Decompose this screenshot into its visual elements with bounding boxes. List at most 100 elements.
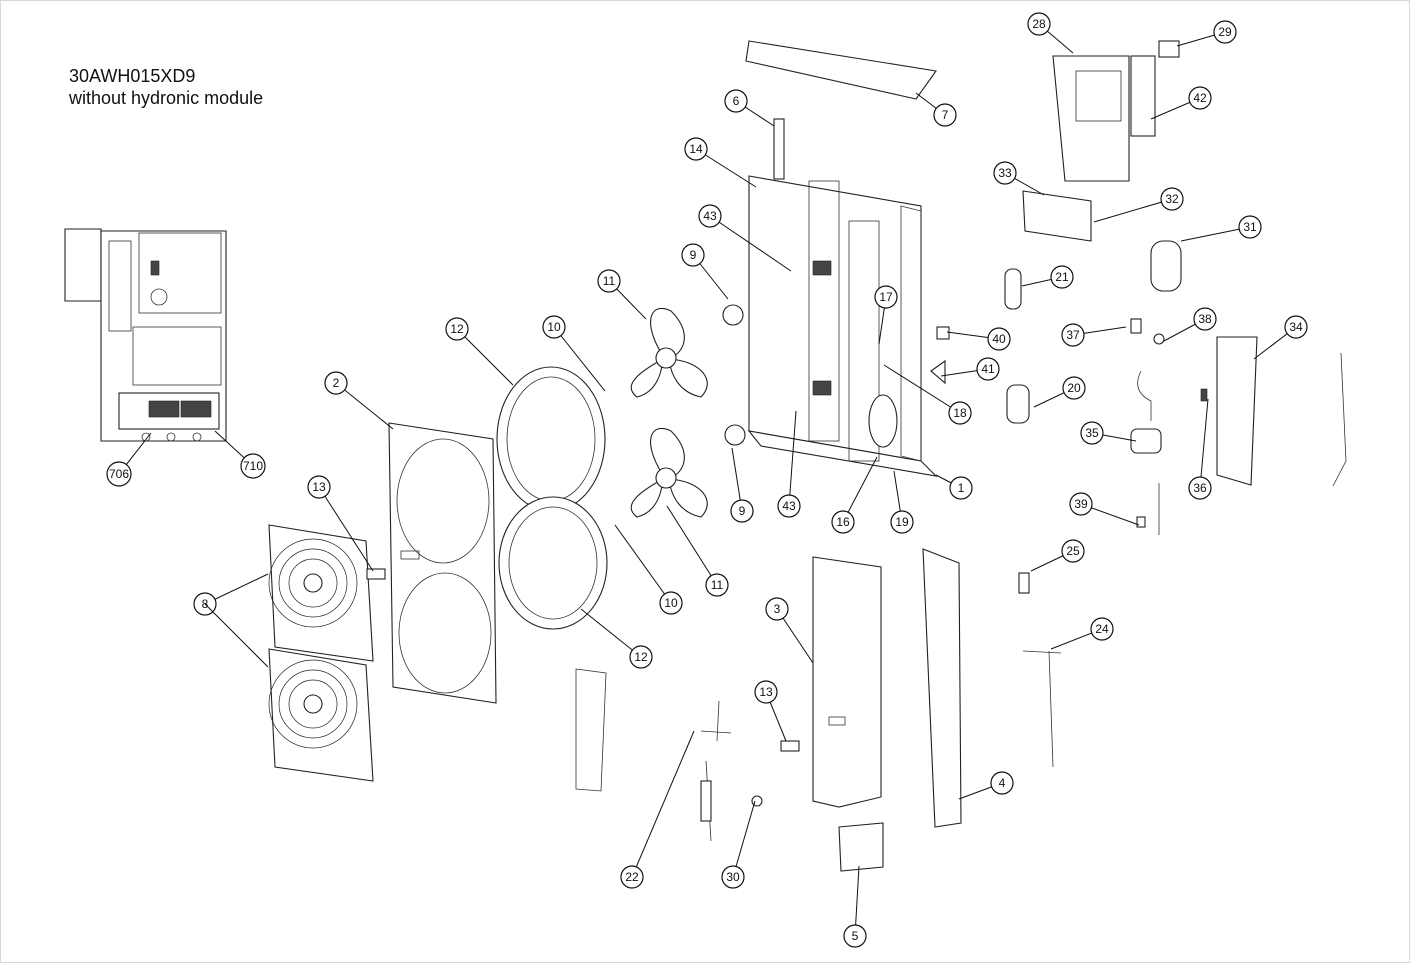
callout-number: 42 bbox=[1193, 91, 1207, 105]
callout-circle bbox=[307, 475, 331, 499]
callout-number: 31 bbox=[1243, 220, 1257, 234]
callout-c3: 3 bbox=[765, 597, 814, 664]
callout-number: 9 bbox=[690, 248, 697, 262]
callout-c43b: 43 bbox=[777, 410, 801, 518]
callout-number: 706 bbox=[109, 467, 129, 481]
callout-c41: 41 bbox=[940, 357, 1000, 381]
leader-line bbox=[580, 608, 642, 658]
callout-circle bbox=[987, 327, 1011, 351]
callout-number: 19 bbox=[895, 515, 909, 529]
callout-number: 12 bbox=[450, 322, 464, 336]
pipe-right bbox=[1332, 352, 1347, 487]
callout-number: 38 bbox=[1198, 312, 1212, 326]
callout-number: 10 bbox=[547, 320, 561, 334]
callout-number: 5 bbox=[852, 929, 859, 943]
callout-circle bbox=[1284, 315, 1308, 339]
callout-circle bbox=[1160, 187, 1184, 211]
callout-c10: 10 bbox=[542, 315, 606, 392]
leader-line bbox=[709, 215, 792, 272]
callout-c6: 6 bbox=[724, 89, 775, 127]
callout-circle bbox=[1188, 476, 1212, 500]
callout-number: 1 bbox=[958, 481, 965, 495]
callout-c12b: 12 bbox=[580, 608, 653, 669]
callout-number: 6 bbox=[733, 94, 740, 108]
callout-c13: 13 bbox=[307, 475, 374, 572]
callout-c30: 30 bbox=[721, 800, 756, 889]
callout-c710: 710 bbox=[214, 430, 266, 479]
callout-circle bbox=[1188, 86, 1212, 110]
callout-circle bbox=[948, 401, 972, 425]
callout-circle bbox=[240, 453, 266, 479]
callout-c33: 33 bbox=[993, 161, 1045, 196]
callout-number: 24 bbox=[1095, 622, 1109, 636]
callout-c29: 29 bbox=[1176, 20, 1237, 47]
callout-c1: 1 bbox=[935, 474, 973, 500]
callout-circle bbox=[629, 645, 653, 669]
callout-circle bbox=[993, 161, 1017, 185]
leader-line bbox=[732, 800, 756, 878]
control-board bbox=[1022, 190, 1092, 242]
callout-circle bbox=[1061, 323, 1085, 347]
callout-c24: 24 bbox=[1050, 617, 1114, 650]
callout-number: 7 bbox=[942, 108, 949, 122]
water-pump bbox=[1130, 428, 1162, 454]
callout-number: 22 bbox=[625, 870, 639, 884]
callout-circle bbox=[1080, 421, 1104, 445]
pipe-24 bbox=[1022, 650, 1062, 768]
callout-number: 33 bbox=[998, 166, 1012, 180]
corner-cover bbox=[838, 822, 884, 872]
callout-circle bbox=[698, 204, 722, 228]
callout-number: 10 bbox=[664, 596, 678, 610]
callout-c9b: 9 bbox=[730, 447, 754, 523]
callout-number: 11 bbox=[711, 578, 724, 592]
leader-line bbox=[842, 456, 878, 523]
callout-number: 35 bbox=[1085, 426, 1099, 440]
front-panel bbox=[388, 422, 497, 704]
callout-circle bbox=[754, 680, 778, 704]
callout-number: 9 bbox=[739, 504, 746, 518]
callout-circle bbox=[620, 865, 644, 889]
callout-number: 29 bbox=[1218, 25, 1232, 39]
callout-c17: 17 bbox=[874, 285, 898, 345]
callout-circle bbox=[933, 103, 957, 127]
leader-line bbox=[614, 524, 672, 604]
diagram-title: 30AWH015XD9 without hydronic module bbox=[69, 65, 263, 109]
callout-number: 39 bbox=[1074, 497, 1088, 511]
leader-line bbox=[204, 573, 269, 605]
callout-c2: 2 bbox=[324, 371, 394, 430]
callout-number: 37 bbox=[1066, 328, 1080, 342]
callout-circle bbox=[721, 865, 745, 889]
fan-guard-lower bbox=[268, 648, 374, 782]
callout-number: 36 bbox=[1193, 481, 1207, 495]
callout-circle bbox=[1193, 307, 1217, 331]
expansion-vessel bbox=[1150, 240, 1182, 292]
callout-c42: 42 bbox=[1150, 86, 1212, 120]
air-vent-38 bbox=[1153, 333, 1165, 345]
callout-number: 20 bbox=[1067, 381, 1081, 395]
control-box bbox=[1052, 40, 1180, 182]
callout-c21: 21 bbox=[1021, 265, 1074, 289]
sensor-39 bbox=[1136, 516, 1146, 528]
callout-c32: 32 bbox=[1093, 187, 1184, 223]
leader-line bbox=[666, 505, 718, 586]
leader-line bbox=[695, 148, 757, 188]
callout-c4: 4 bbox=[958, 771, 1014, 800]
callout-c19: 19 bbox=[890, 470, 914, 534]
callout-circle bbox=[1090, 617, 1114, 641]
callout-c34: 34 bbox=[1253, 315, 1308, 360]
sensor-37 bbox=[1130, 318, 1142, 334]
sensor-36 bbox=[1200, 388, 1208, 402]
callout-number: 2 bbox=[333, 376, 340, 390]
callout-c28: 28 bbox=[1027, 12, 1074, 54]
callout-circle bbox=[1027, 12, 1051, 36]
leader-line bbox=[553, 326, 606, 392]
side-panel-right bbox=[922, 548, 962, 828]
callout-circle bbox=[445, 317, 469, 341]
handle-13-right bbox=[780, 740, 800, 752]
callout-c36: 36 bbox=[1188, 398, 1212, 500]
callout-c31: 31 bbox=[1180, 215, 1262, 242]
callout-c11: 11 bbox=[597, 269, 647, 320]
callout-circle bbox=[976, 357, 1000, 381]
callout-number: 32 bbox=[1165, 192, 1179, 206]
